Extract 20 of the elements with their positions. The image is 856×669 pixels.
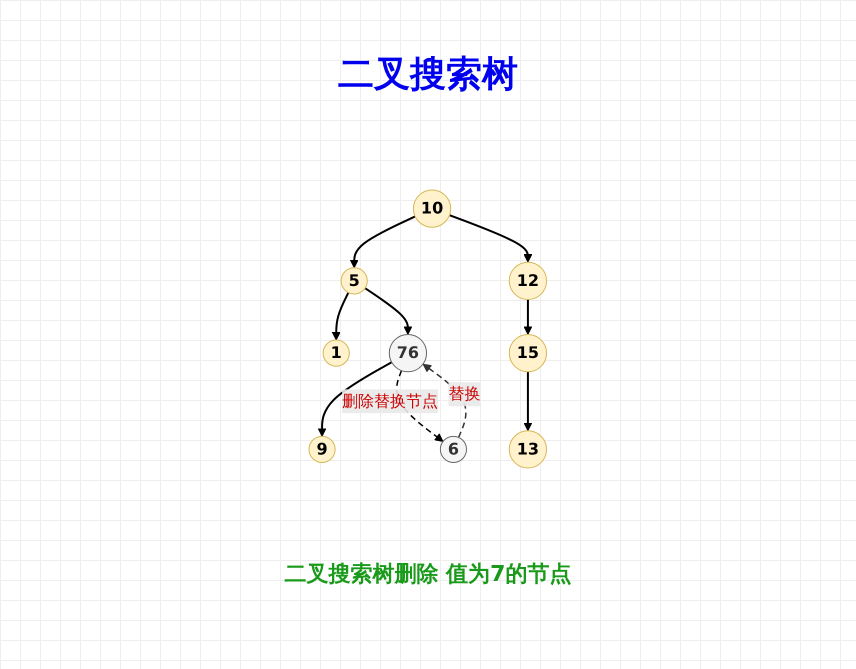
arrow <box>524 372 533 432</box>
node-circle: 9 <box>308 436 336 463</box>
node-circle: 13 <box>509 430 548 469</box>
arrow <box>364 287 413 335</box>
edge-label: 删除替换节点 <box>342 391 438 410</box>
arrow <box>524 300 533 335</box>
arrow <box>350 216 416 268</box>
node-circle: 76 <box>389 334 428 372</box>
arrow <box>318 361 392 437</box>
arrow <box>332 292 350 340</box>
node-circle: 15 <box>509 334 548 372</box>
edge-label: 替换 <box>448 384 481 404</box>
node-circle: 10 <box>413 189 452 228</box>
caption: 二叉搜索树删除 值为7的节点 <box>284 561 572 589</box>
node-circle: 12 <box>509 262 548 300</box>
title: 二叉搜索树 <box>337 53 519 97</box>
node-circle: 5 <box>340 267 368 294</box>
node-circle: 1 <box>322 340 350 367</box>
arrow <box>449 214 533 263</box>
node-circle: 6 <box>440 436 468 463</box>
